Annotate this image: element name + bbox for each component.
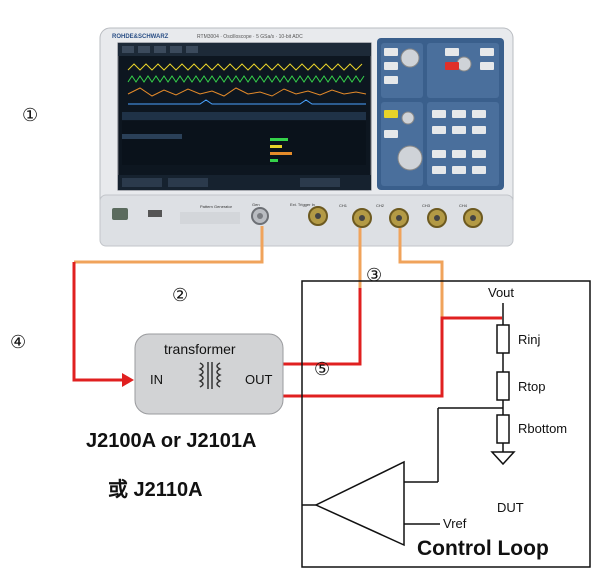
control-panel xyxy=(377,38,504,190)
panel-button[interactable] xyxy=(452,150,466,158)
rinj-label: Rinj xyxy=(518,332,541,347)
rbottom-resistor xyxy=(496,414,510,444)
arrow-head xyxy=(122,373,134,387)
oscilloscope-brand: ROHDE&SCHWARZ xyxy=(112,34,169,40)
ext-trigger-label: Ext. Trigger In xyxy=(290,202,315,207)
panel-button[interactable] xyxy=(384,48,398,56)
callout-4: ④ xyxy=(10,332,26,353)
control-loop-box xyxy=(301,280,591,568)
dut-label: DUT xyxy=(497,500,524,515)
transformer: transformer IN OUT xyxy=(134,333,284,415)
alt-part-number: 或 J2110A xyxy=(108,477,203,501)
rinj-resistor xyxy=(496,324,510,354)
transformer-out-label: OUT xyxy=(245,372,273,387)
callout-1: ① xyxy=(22,105,38,126)
wiring xyxy=(72,226,502,398)
part-numbers: J2100A or J2101A xyxy=(86,430,257,452)
vout-label: Vout xyxy=(488,285,514,300)
oscilloscope-screen xyxy=(117,42,372,191)
ch4-label: CH4 xyxy=(459,203,468,208)
panel-button[interactable] xyxy=(452,166,466,174)
transformer-title: transformer xyxy=(164,341,236,357)
panel-button[interactable] xyxy=(452,126,466,134)
gen-label: Gen xyxy=(252,202,260,207)
front-panel: Pattern Generator Gen Ext. Trigger In CH… xyxy=(112,202,483,228)
panel-button[interactable] xyxy=(384,76,398,84)
control-loop: Vout Rinj Rtop Rbottom DUT Vref Control … xyxy=(301,280,591,568)
panel-button[interactable] xyxy=(452,110,466,118)
ch2-label: CH2 xyxy=(376,203,385,208)
vref-label: Vref xyxy=(443,516,467,531)
power-button[interactable] xyxy=(112,208,128,220)
oscilloscope: ROHDE&SCHWARZ RTM3004 · Oscilloscope · 5… xyxy=(99,27,514,247)
panel-button[interactable] xyxy=(472,150,486,158)
waveform-orange xyxy=(127,87,367,97)
waveform-yellow xyxy=(127,63,363,71)
panel-button[interactable] xyxy=(432,110,446,118)
transformer-out-top-wire xyxy=(283,288,362,366)
transformer-symbol xyxy=(198,362,222,389)
panel-button[interactable] xyxy=(480,62,494,70)
waveform-green xyxy=(127,75,365,83)
rbottom-label: Rbottom xyxy=(518,421,567,436)
position-knob[interactable] xyxy=(401,111,415,125)
control-loop-title: Control Loop xyxy=(417,537,549,560)
panel-button[interactable] xyxy=(384,62,398,70)
panel-button[interactable] xyxy=(445,48,459,56)
panel-button[interactable] xyxy=(432,166,446,174)
transformer-in-label: IN xyxy=(150,372,163,387)
callout-3: ③ xyxy=(366,265,382,286)
panel-button[interactable] xyxy=(480,48,494,56)
waveform-blue xyxy=(128,99,366,105)
callout-2: ② xyxy=(172,285,188,306)
panel-button[interactable] xyxy=(472,166,486,174)
panel-button[interactable] xyxy=(472,126,486,134)
oscilloscope-model: RTM3004 · Oscilloscope · 5 GSa/s · 10-bi… xyxy=(197,34,303,40)
ch1-label: CH1 xyxy=(339,203,348,208)
callout-5: ⑤ xyxy=(314,359,330,380)
error-amplifier xyxy=(314,460,405,547)
pattern-generator-label: Pattern Generator xyxy=(200,204,233,209)
horizontal-knob[interactable] xyxy=(397,145,423,171)
panel-button-yellow[interactable] xyxy=(384,110,398,118)
ground-symbol xyxy=(490,451,516,466)
rtop-resistor xyxy=(496,371,510,401)
panel-button[interactable] xyxy=(472,110,486,118)
trigger-knob[interactable] xyxy=(456,56,472,72)
usb-port xyxy=(148,210,162,217)
gen-to-transformer-wire xyxy=(72,262,124,382)
ch2-probe-cable xyxy=(398,228,444,318)
gen-cable xyxy=(74,226,264,264)
transformer-out-bottom-wire xyxy=(283,316,502,398)
panel-button[interactable] xyxy=(432,126,446,134)
vertical-knob[interactable] xyxy=(400,48,420,68)
panel-button-red[interactable] xyxy=(445,62,459,70)
panel-button[interactable] xyxy=(384,130,398,138)
rtop-label: Rtop xyxy=(518,379,545,394)
ch3-label: CH3 xyxy=(422,203,431,208)
panel-button[interactable] xyxy=(432,150,446,158)
